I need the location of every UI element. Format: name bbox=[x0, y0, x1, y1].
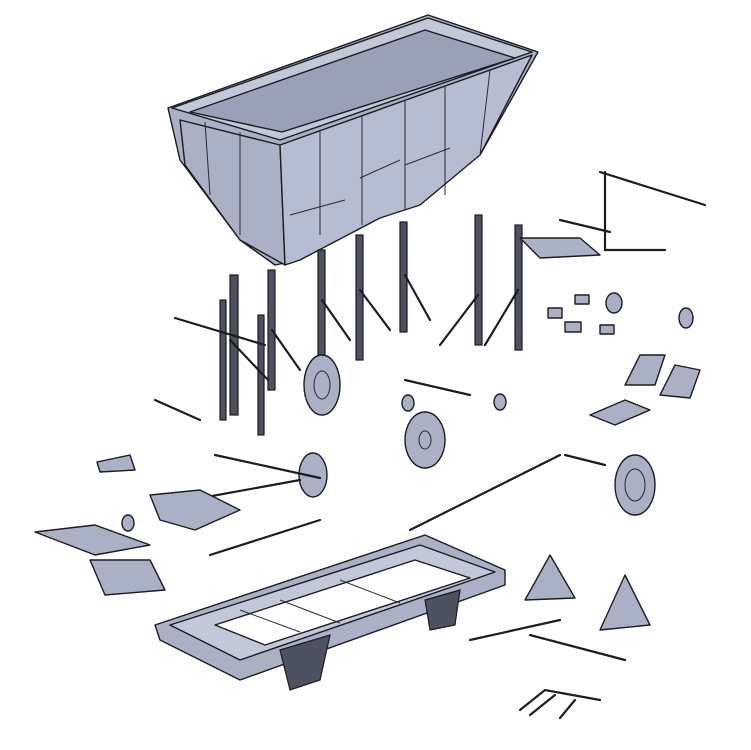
bottom-bracket bbox=[518, 688, 602, 720]
triangular-gussets bbox=[524, 554, 651, 631]
buffer-assembly bbox=[96, 454, 241, 532]
fittings bbox=[401, 292, 701, 412]
platform-plate-left bbox=[34, 524, 166, 596]
hopper-body bbox=[167, 14, 539, 266]
brake-wheel-left bbox=[298, 354, 446, 498]
brake-rod-assembly bbox=[558, 170, 707, 252]
platform-plate bbox=[519, 237, 601, 259]
support-bracket-row bbox=[173, 214, 601, 436]
spoked-wheel-right bbox=[589, 399, 656, 516]
chassis-frame bbox=[154, 534, 506, 691]
